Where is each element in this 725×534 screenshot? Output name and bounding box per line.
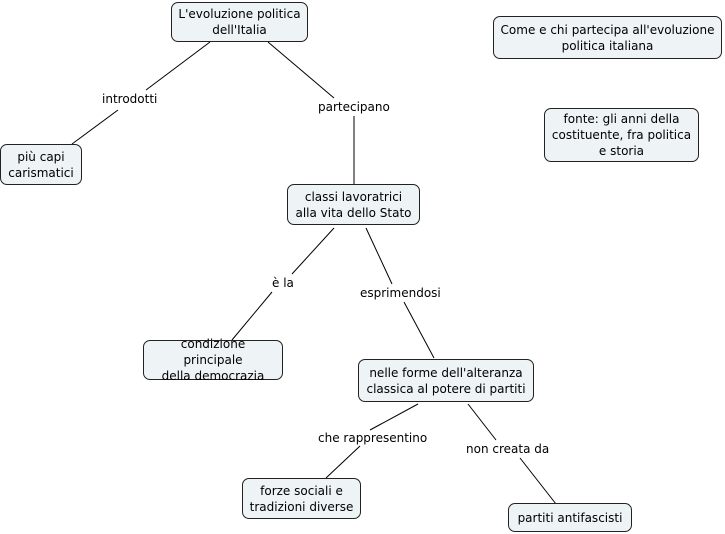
- node-forze[interactable]: forze sociali e tradizioni diverse: [242, 478, 361, 519]
- line-root-partecipano: [267, 41, 335, 99]
- line-e-la-condizione: [231, 291, 273, 341]
- line-introdotti-capi: [71, 109, 119, 145]
- line-forme-non-creata: [467, 403, 497, 441]
- link-label-non-creata-da: non creata da: [464, 442, 552, 456]
- line-esprimendosi-forme: [403, 301, 435, 359]
- line-che-rappresentino-forze: [325, 445, 361, 479]
- line-forme-che-rappresentino: [369, 403, 419, 431]
- link-label-esprimendosi: esprimendosi: [358, 286, 443, 300]
- node-classi[interactable]: classi lavoratrici alla vita dello Stato: [287, 184, 420, 225]
- node-forme[interactable]: nelle forme dell'alteranza classica al p…: [358, 359, 534, 402]
- node-source-note[interactable]: fonte: gli anni della costituente, fra p…: [544, 108, 699, 162]
- line-non-creata-partiti: [519, 457, 557, 505]
- link-label-che-rappresentino: che rappresentino: [316, 431, 430, 445]
- node-condizione[interactable]: condizione principale della democrazia: [143, 337, 283, 383]
- node-title-note[interactable]: Come e chi partecipa all'evoluzione poli…: [493, 16, 722, 59]
- line-root-introdotti: [145, 41, 211, 91]
- node-partiti[interactable]: partiti antifascisti: [508, 503, 632, 532]
- line-classi-e-la: [291, 227, 335, 275]
- link-label-introdotti: introdotti: [100, 92, 160, 106]
- link-label-partecipano: partecipano: [316, 100, 392, 114]
- node-capi[interactable]: più capi carismatici: [0, 144, 82, 185]
- node-root[interactable]: L'evoluzione politica dell'Italia: [171, 2, 308, 42]
- link-label-e-la: è la: [270, 276, 296, 290]
- line-classi-esprimendosi: [365, 227, 393, 285]
